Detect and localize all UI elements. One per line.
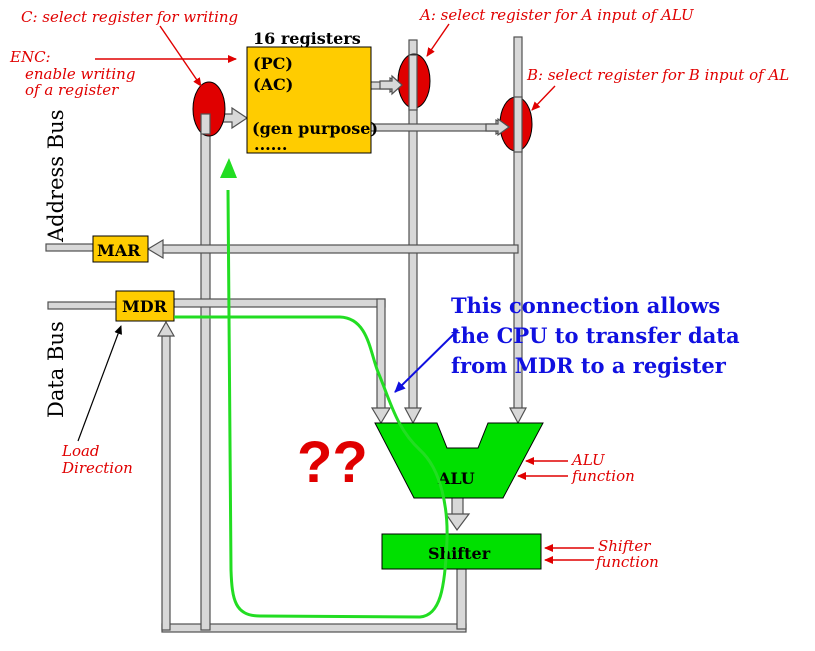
register-write-riser [200,119,211,631]
mdr-to-alu-horizontal [173,298,386,308]
enc-line1: enable writing [25,65,135,83]
alu-function-line1: ALU [570,451,606,469]
mar-box [92,235,149,263]
a-oval-input-arrow [379,74,403,96]
annotation-line2: the CPU to transfer data [451,323,740,348]
mdr-load-arrow [156,320,176,337]
load-direction-line2: Direction [61,459,133,477]
c-select-arrow [159,25,202,87]
mdr-to-alu-vertical [376,298,386,411]
data-bus-stub [47,301,117,310]
load-direction-line1: Load [61,442,100,460]
annotation-line3: from MDR to a register [451,353,727,378]
alu-to-shifter-arrow [444,513,471,532]
mdr-box [115,290,175,322]
c-oval-pass-through [200,113,211,135]
mar-label: MAR [97,241,141,260]
alu-to-shifter-connector [451,496,464,516]
a-bus-arrow [404,407,422,425]
data-bus-label: Data Bus [44,321,68,418]
shifter-label: Shifter [428,544,491,563]
b-to-mar-horizontal [161,244,519,254]
enc-title: ENC: [9,48,51,66]
register-pc: (PC) [253,54,293,73]
mdr-label: MDR [122,297,168,316]
c-select-label: C: select register for writing [21,8,238,26]
register-file-title: 16 registers [253,29,361,48]
shifter-output-riser [456,568,467,630]
register-gen-purpose: (gen purpose) [252,119,378,138]
mdr-to-register-green-path [174,189,449,619]
b-oval-input-arrow [485,117,511,137]
a-select-arrow [426,23,450,57]
b-select-label: B: select register for B input of AL [526,66,789,84]
enc-line2: of a register [25,81,119,99]
shifter-function-line1: Shifter [598,537,651,555]
alu-label: ALU [437,469,475,488]
register-more: ...... [254,135,287,154]
question-marks: ?? [297,430,368,495]
register-file-box [246,46,372,154]
address-bus-label: Address Bus [44,110,68,243]
annotation-arrow [394,329,459,393]
green-path-arrowhead [220,158,237,178]
b-oval-pass-through [513,96,523,153]
register-ac: (AC) [253,75,293,94]
shifter-box [381,533,542,570]
b-bus-arrow [509,407,527,425]
reg-to-b-horizontal [369,123,499,132]
annotation-line1: This connection allows [451,293,720,318]
mdr-to-alu-arrow [370,407,392,425]
b-select-arrow [531,85,556,111]
a-select-label: A: select register for A input of ALU [418,6,695,24]
shifter-function-line2: function [595,553,659,571]
mdr-load-riser [161,335,171,631]
address-bus-stub [45,243,94,252]
alu-function-line2: function [571,467,635,485]
mar-input-arrow [146,238,164,260]
load-direction-arrow [77,325,122,442]
a-oval-pass-through [408,54,418,111]
